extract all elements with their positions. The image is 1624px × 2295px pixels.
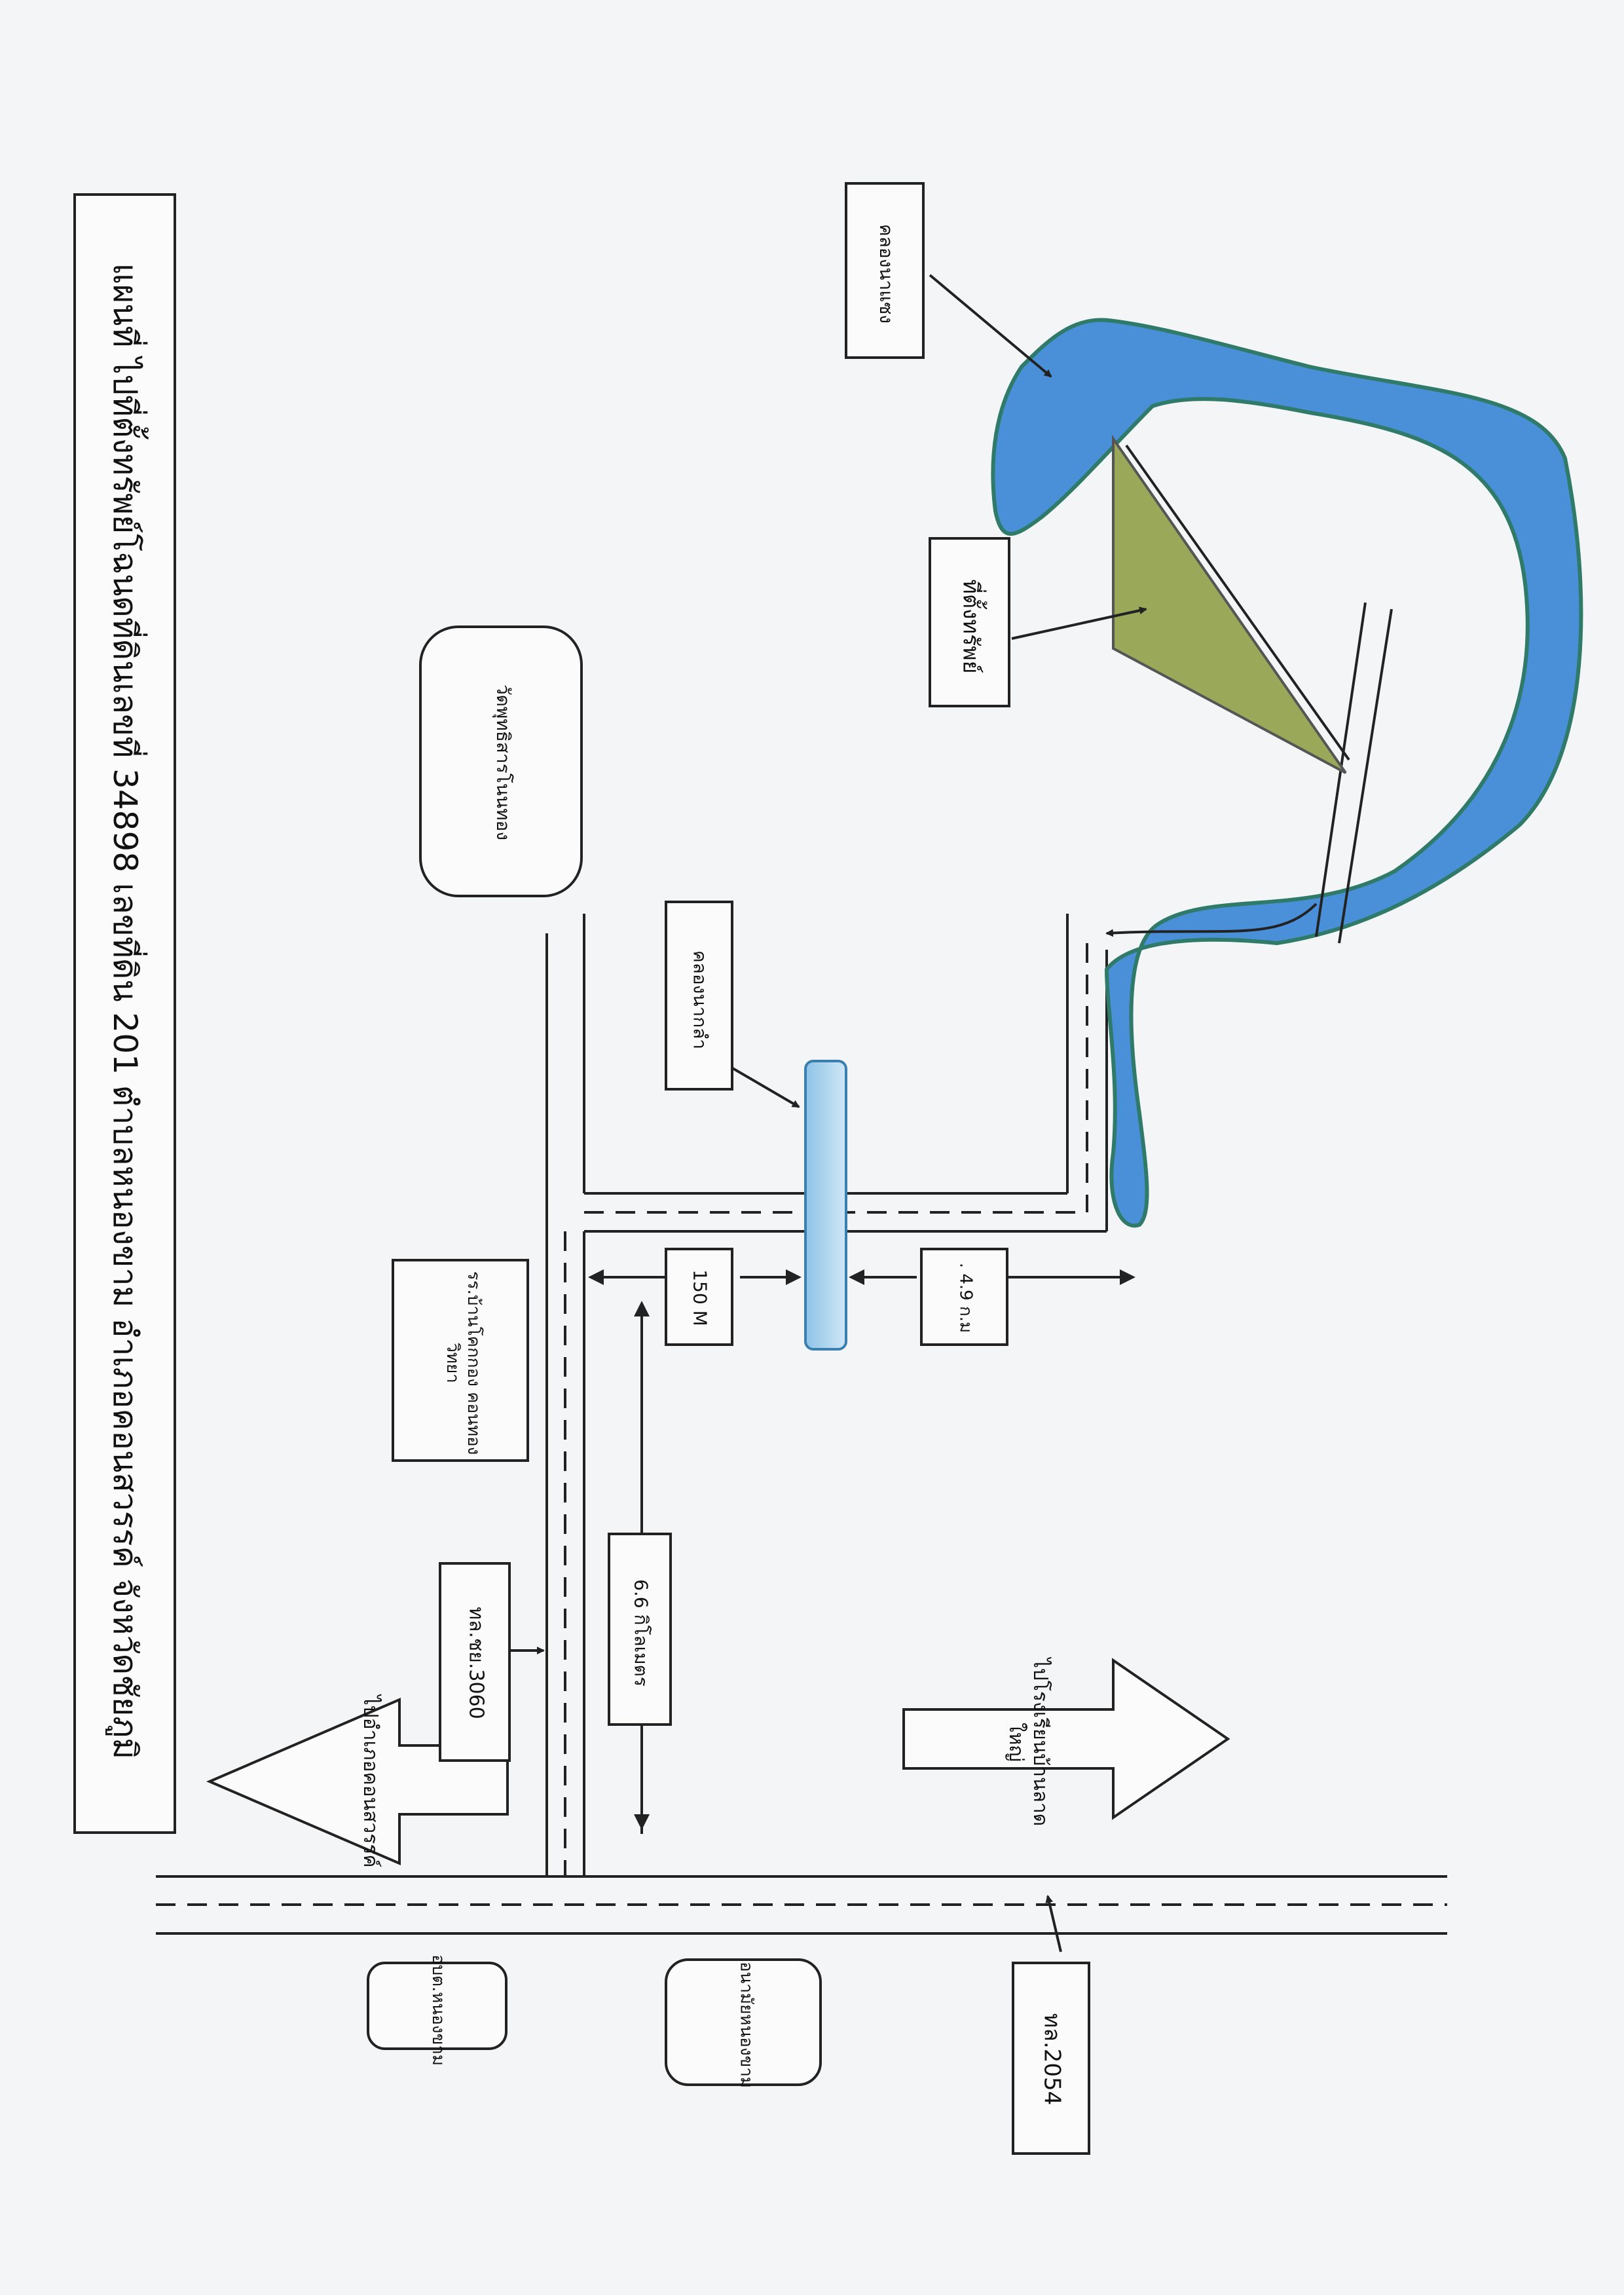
- temple-box: วัดพุทธิสารโนนทอง: [419, 625, 583, 897]
- to-konsawan-label: ไปอำเภอคอนสวรรค์: [358, 1695, 382, 1868]
- canal-nokla-box: คลองนากลำ: [665, 901, 733, 1091]
- highway-2054-road: [156, 1875, 1447, 1935]
- route-3060-label: ทล.ชย.3060: [464, 1607, 488, 1719]
- health-center-label: อนามัยหนองขาม: [736, 1961, 756, 2089]
- distance-150-box: 150 M: [665, 1248, 733, 1346]
- obt-box: อบต.หนองขาม: [367, 1954, 507, 2066]
- distance-150-label: 150 M: [689, 1269, 711, 1326]
- direction-arrow-ladyai: [902, 1658, 1230, 1820]
- to-ladyai-label: ไปโรงเรียนบ้านลาดใหญ่: [1005, 1658, 1052, 1827]
- property-box: ที่ตั้งทรัพย์: [929, 537, 1010, 707]
- property-label: ที่ตั้งทรัพย์: [957, 579, 984, 674]
- canal-nasaeng-box: คลองนาแซง: [845, 182, 925, 359]
- road-3060: [545, 933, 585, 1876]
- route-3060-box: ทล.ชย.3060: [439, 1562, 511, 1762]
- obt-label: อบต.หนองขาม: [428, 1954, 449, 2066]
- distance-49-box: . 4.9 ก.ม: [920, 1248, 1008, 1346]
- distance-49-label: . 4.9 ก.ม: [955, 1262, 976, 1334]
- canal-nokla-bar: [804, 1060, 847, 1351]
- temple-label: วัดพุทธิสารโนนทอง: [492, 684, 515, 841]
- school-label: รร.บ้านโคกกอง คอนทองวิทยา: [443, 1271, 484, 1455]
- distance-66-label: 6.6 กิโลเมตร: [631, 1579, 652, 1687]
- school-box: รร.บ้านโคกกอง คอนทองวิทยา: [392, 1259, 529, 1462]
- canal-nasaeng-river: [991, 318, 1583, 1228]
- route-2054-label: ทล.2054: [1039, 2013, 1065, 2106]
- direction-arrow-konsawan: [206, 1697, 509, 1866]
- canal-nokla-label: คลองนากลำ: [689, 950, 711, 1050]
- distance-66-box: 6.6 กิโลเมตร: [608, 1533, 672, 1726]
- health-center-box: อนามัยหนองขาม: [665, 1958, 822, 2088]
- leader-arrows: [504, 274, 1318, 1952]
- property-plot: [1112, 434, 1347, 774]
- map-title: แผนที่ ไปที่ตั้งทรัพย์โฉนดที่ดินเลขที่ 3…: [106, 263, 145, 1760]
- title-box: แผนที่ ไปที่ตั้งทรัพย์โฉนดที่ดินเลขที่ 3…: [73, 193, 176, 1834]
- route-2054-box: ทล.2054: [1012, 1962, 1090, 2155]
- canal-nasaeng-label: คลองนาแซง: [876, 224, 898, 324]
